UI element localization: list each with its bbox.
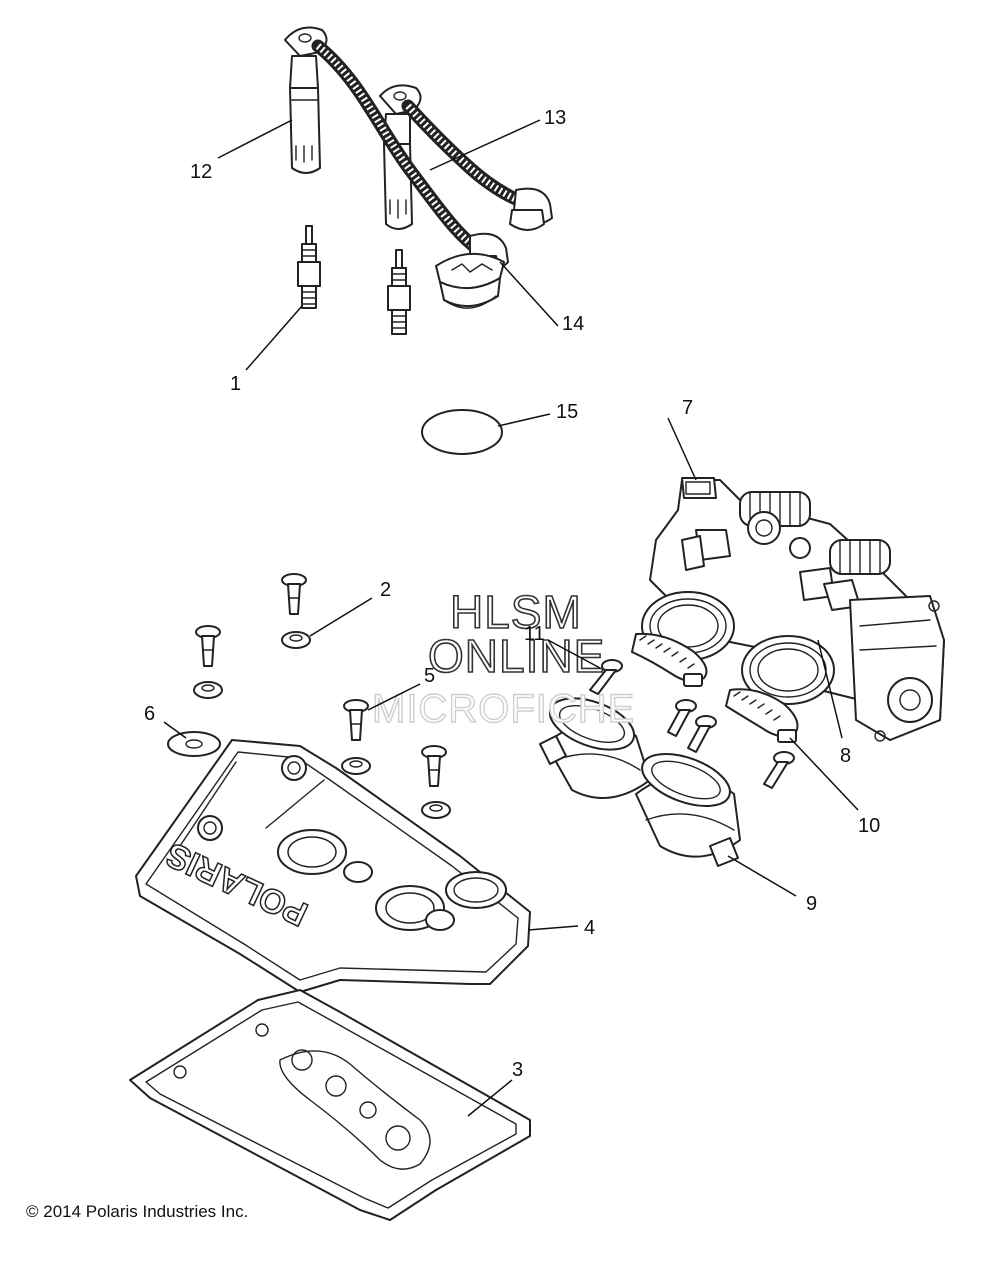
cover-grommet-3	[341, 757, 371, 775]
leader-5	[367, 683, 421, 711]
cover-grommet-1	[281, 631, 311, 649]
callout-10: 10	[858, 815, 880, 837]
oil-cap-o-ring	[421, 409, 503, 455]
spark-plug-right	[387, 249, 411, 335]
valve-cover: POLARIS	[135, 739, 531, 993]
leader-3	[467, 1079, 513, 1117]
callout-11: 11	[524, 623, 545, 645]
leader-6	[163, 721, 187, 739]
callout-5: 5	[424, 665, 435, 687]
intake-boot-right	[635, 753, 741, 867]
leader-9	[727, 855, 797, 897]
callout-14: 14	[562, 313, 584, 335]
leader-13	[429, 119, 541, 171]
cover-bolt-1	[281, 573, 307, 615]
leader-1	[245, 305, 303, 371]
intake-bolt	[589, 659, 623, 695]
throttle-body-assembly	[641, 477, 945, 742]
callout-7: 7	[682, 397, 693, 419]
callout-6: 6	[144, 703, 155, 725]
leader-8	[817, 639, 843, 739]
callout-12: 12	[190, 161, 212, 183]
watermark-line-1: HLSM	[450, 586, 582, 638]
leader-11	[547, 639, 601, 669]
cover-bolt-4	[421, 745, 447, 787]
leader-7	[667, 417, 697, 481]
copyright-notice: © 2014 Polaris Industries Inc.	[26, 1202, 249, 1221]
intake-bolts	[589, 659, 795, 789]
watermark-line-3: MICROFICHE	[372, 687, 635, 731]
callout-2: 2	[380, 579, 391, 601]
cover-bolt-3	[343, 699, 369, 741]
callout-4: 4	[584, 917, 595, 939]
spark-plug-left	[297, 225, 321, 309]
intake-bolt	[667, 699, 697, 737]
intake-bolt	[763, 751, 795, 789]
coil-boot-left	[284, 26, 328, 174]
cover-grommet-4	[421, 801, 451, 819]
hose-clamp-right	[725, 688, 799, 743]
cover-bolt-2	[195, 625, 221, 667]
plug-wire-short	[401, 99, 553, 231]
ignition-coil-wire-assembly	[284, 26, 553, 277]
callout-1: 1	[230, 373, 241, 395]
watermark: HLSM ONLINE MICROFICHE	[371, 585, 635, 732]
callout-13: 13	[544, 107, 566, 129]
intake-bolt	[687, 715, 717, 753]
leader-14	[499, 261, 559, 327]
callout-8: 8	[840, 745, 851, 767]
leader-15	[497, 413, 551, 427]
hose-clamp-left	[631, 632, 708, 687]
valve-cover-gasket	[129, 989, 531, 1221]
callout-15: 15	[556, 401, 578, 423]
cover-grommet-2	[193, 681, 223, 699]
watermark-line-2: ONLINE	[428, 630, 605, 682]
washer	[167, 731, 221, 757]
callouts: 1 2 3 4 5 6 7 8 9 10 11 12 13 14 15	[144, 107, 880, 1081]
oil-fill-cap	[435, 252, 505, 309]
intake-boot-left	[539, 697, 651, 799]
leader-lines	[163, 119, 859, 1117]
leader-2	[309, 597, 373, 637]
leader-12	[217, 119, 293, 159]
leader-10	[789, 737, 859, 811]
callout-3: 3	[512, 1059, 523, 1081]
leader-4	[527, 925, 579, 931]
plug-wire-long	[311, 39, 509, 277]
callout-9: 9	[806, 893, 817, 915]
